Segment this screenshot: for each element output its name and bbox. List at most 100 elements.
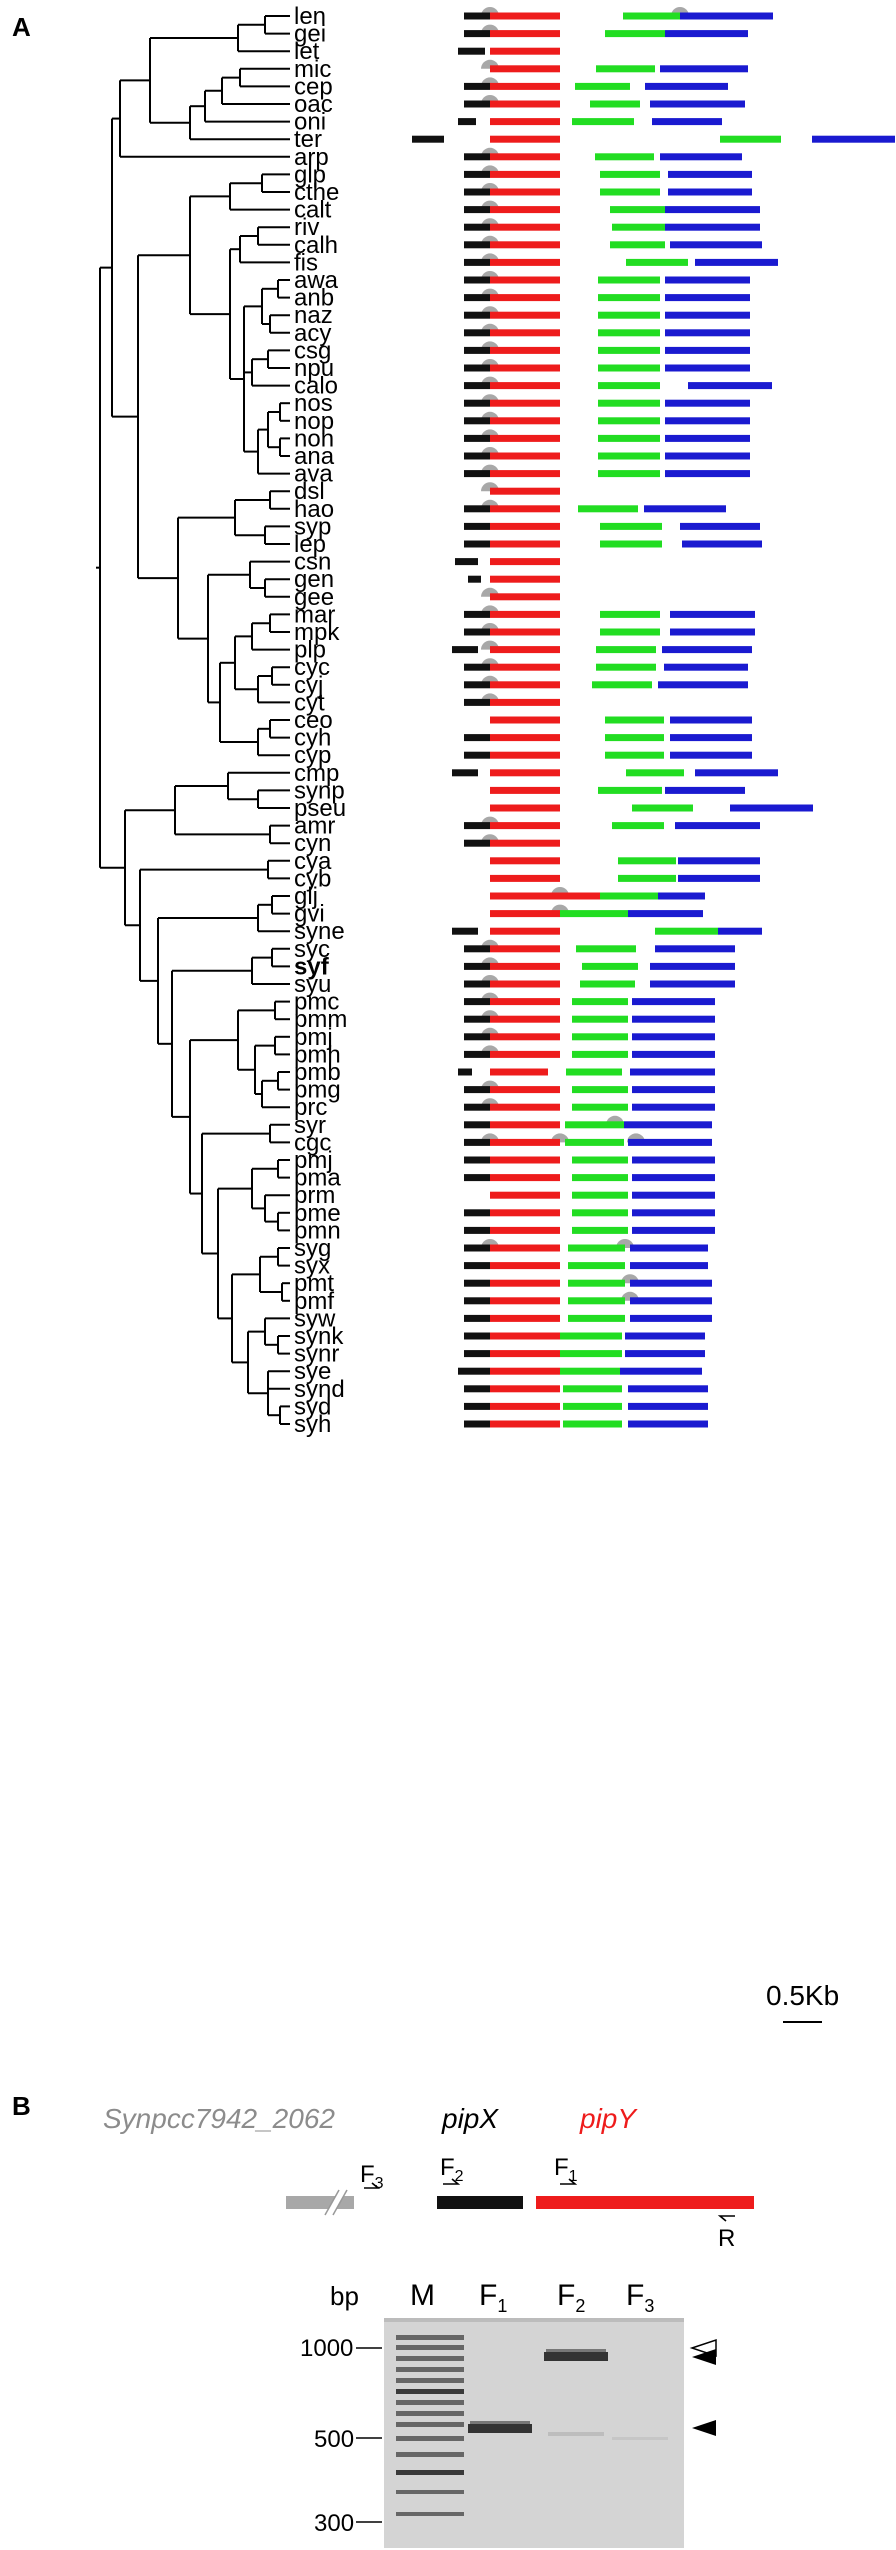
gene-pipy <box>490 1402 560 1410</box>
gene-downstream-blue <box>632 1191 715 1199</box>
taxon-label: synr <box>294 1341 339 1368</box>
gene-downstream-blue <box>628 1420 708 1428</box>
taxon-label: pmh <box>294 1041 341 1068</box>
gene-pipx <box>464 382 490 390</box>
taxon-label: cyn <box>294 830 331 857</box>
gene-downstream-blue <box>645 82 728 90</box>
taxon-label: non <box>294 425 334 452</box>
gene-pipy <box>490 1350 560 1358</box>
taxon-label: ana <box>294 443 335 470</box>
taxon-label: csg <box>294 337 331 364</box>
gene-downstream-green <box>600 628 660 636</box>
gene-downstream-blue <box>680 522 760 530</box>
gene-pipx <box>464 276 490 284</box>
gene-downstream-blue <box>695 769 778 777</box>
gene-pipx <box>464 153 490 161</box>
filled-triangle-marker-f2 <box>692 2349 716 2365</box>
gene-pipy <box>490 1156 560 1164</box>
taxon-label: hao <box>294 496 334 523</box>
gene-downstream-green <box>572 1191 628 1199</box>
taxon-label: lep <box>294 531 326 558</box>
taxon-label: mic <box>294 56 331 83</box>
taxon-label: cya <box>294 848 332 875</box>
gene-downstream-blue <box>632 1033 715 1041</box>
taxon-label: pmm <box>294 1006 347 1033</box>
gene-downstream-green <box>572 1086 628 1094</box>
gene-pipx <box>458 118 476 126</box>
taxon-label: cyj <box>294 672 323 699</box>
gene-downstream-blue <box>665 30 748 38</box>
gene-downstream-blue <box>620 1367 702 1375</box>
gene-downstream-green <box>598 364 660 372</box>
gene-downstream-blue <box>718 927 762 935</box>
gene-pipx <box>464 945 490 953</box>
gene-downstream-blue <box>665 311 750 319</box>
taxon-label: syf <box>294 953 330 980</box>
gene-pipx <box>464 399 490 407</box>
gene-downstream-green <box>572 1050 628 1058</box>
gene-downstream-blue <box>670 610 755 618</box>
gene-downstream-blue <box>628 910 703 918</box>
gene-pipx <box>464 1156 490 1164</box>
gene-pipy <box>490 276 560 284</box>
gene-downstream-green <box>623 12 680 20</box>
gene-pipy <box>490 1174 560 1182</box>
gene-label-synpcc7942-2062: Synpcc7942_2062 <box>103 2103 335 2134</box>
gene-downstream-blue <box>670 716 752 724</box>
gene-pipx <box>464 1262 490 1270</box>
taxon-label: syne <box>294 918 345 945</box>
gene-downstream-blue <box>632 1209 715 1217</box>
taxon-label: gvi <box>294 901 325 928</box>
gene-downstream-green <box>626 769 684 777</box>
gene-downstream-blue <box>678 874 760 882</box>
gene-pipy <box>490 1015 560 1023</box>
gene-downstream-green <box>568 1314 625 1322</box>
gene-pipy <box>490 610 560 618</box>
primer-f3-arrow <box>364 2182 381 2189</box>
gene-pipy <box>490 1279 560 1287</box>
taxon-label: cyt <box>294 689 325 716</box>
gene-pipx <box>464 1174 490 1182</box>
gene-pipx <box>464 980 490 988</box>
gene-downstream-blue <box>650 100 745 108</box>
gene-downstream-green <box>598 399 660 407</box>
gene-downstream-blue <box>665 434 750 442</box>
gene-pipy <box>490 47 560 55</box>
gene-downstream-blue <box>625 1332 705 1340</box>
gene-downstream-blue <box>662 646 752 654</box>
gene-downstream-green <box>590 100 640 108</box>
gene-pipy <box>490 1103 560 1111</box>
gene-pipy <box>490 1138 560 1146</box>
primer-r-arrow <box>717 2215 735 2222</box>
gene-downstream-blue <box>665 417 750 425</box>
gene-pipx <box>464 1314 490 1322</box>
gene-downstream-green <box>600 540 662 548</box>
gene-pipx <box>468 575 481 583</box>
gene-pipy <box>490 628 560 636</box>
gene-downstream-blue <box>632 1103 715 1111</box>
taxon-label: ava <box>294 461 333 488</box>
gene-pipy <box>490 716 560 724</box>
gene-downstream-green <box>612 223 665 231</box>
gene-downstream-blue <box>660 153 742 161</box>
gene-downstream-blue <box>630 1314 712 1322</box>
taxon-label: naz <box>294 302 333 329</box>
gene-pipx <box>464 12 490 20</box>
gene-downstream-blue <box>660 65 748 73</box>
ladder-band <box>396 2345 464 2350</box>
gene-pipy <box>490 1050 560 1058</box>
gene-downstream-green <box>560 1367 620 1375</box>
gene-pipx <box>464 1033 490 1041</box>
scale-bar-label: 0.5Kb <box>766 1980 839 2011</box>
gene-pipy <box>490 452 560 460</box>
gene-pipx <box>464 628 490 636</box>
gene-downstream-green <box>568 1297 625 1305</box>
ladder-band <box>396 2436 464 2441</box>
gene-downstream-blue <box>665 294 750 302</box>
gene-pipy <box>490 839 560 847</box>
taxon-label: syu <box>294 971 331 998</box>
gene-pipx <box>464 1086 490 1094</box>
taxon-label: pmg <box>294 1077 341 1104</box>
taxon-label: syp <box>294 513 331 540</box>
taxon-label: ter <box>294 126 322 153</box>
